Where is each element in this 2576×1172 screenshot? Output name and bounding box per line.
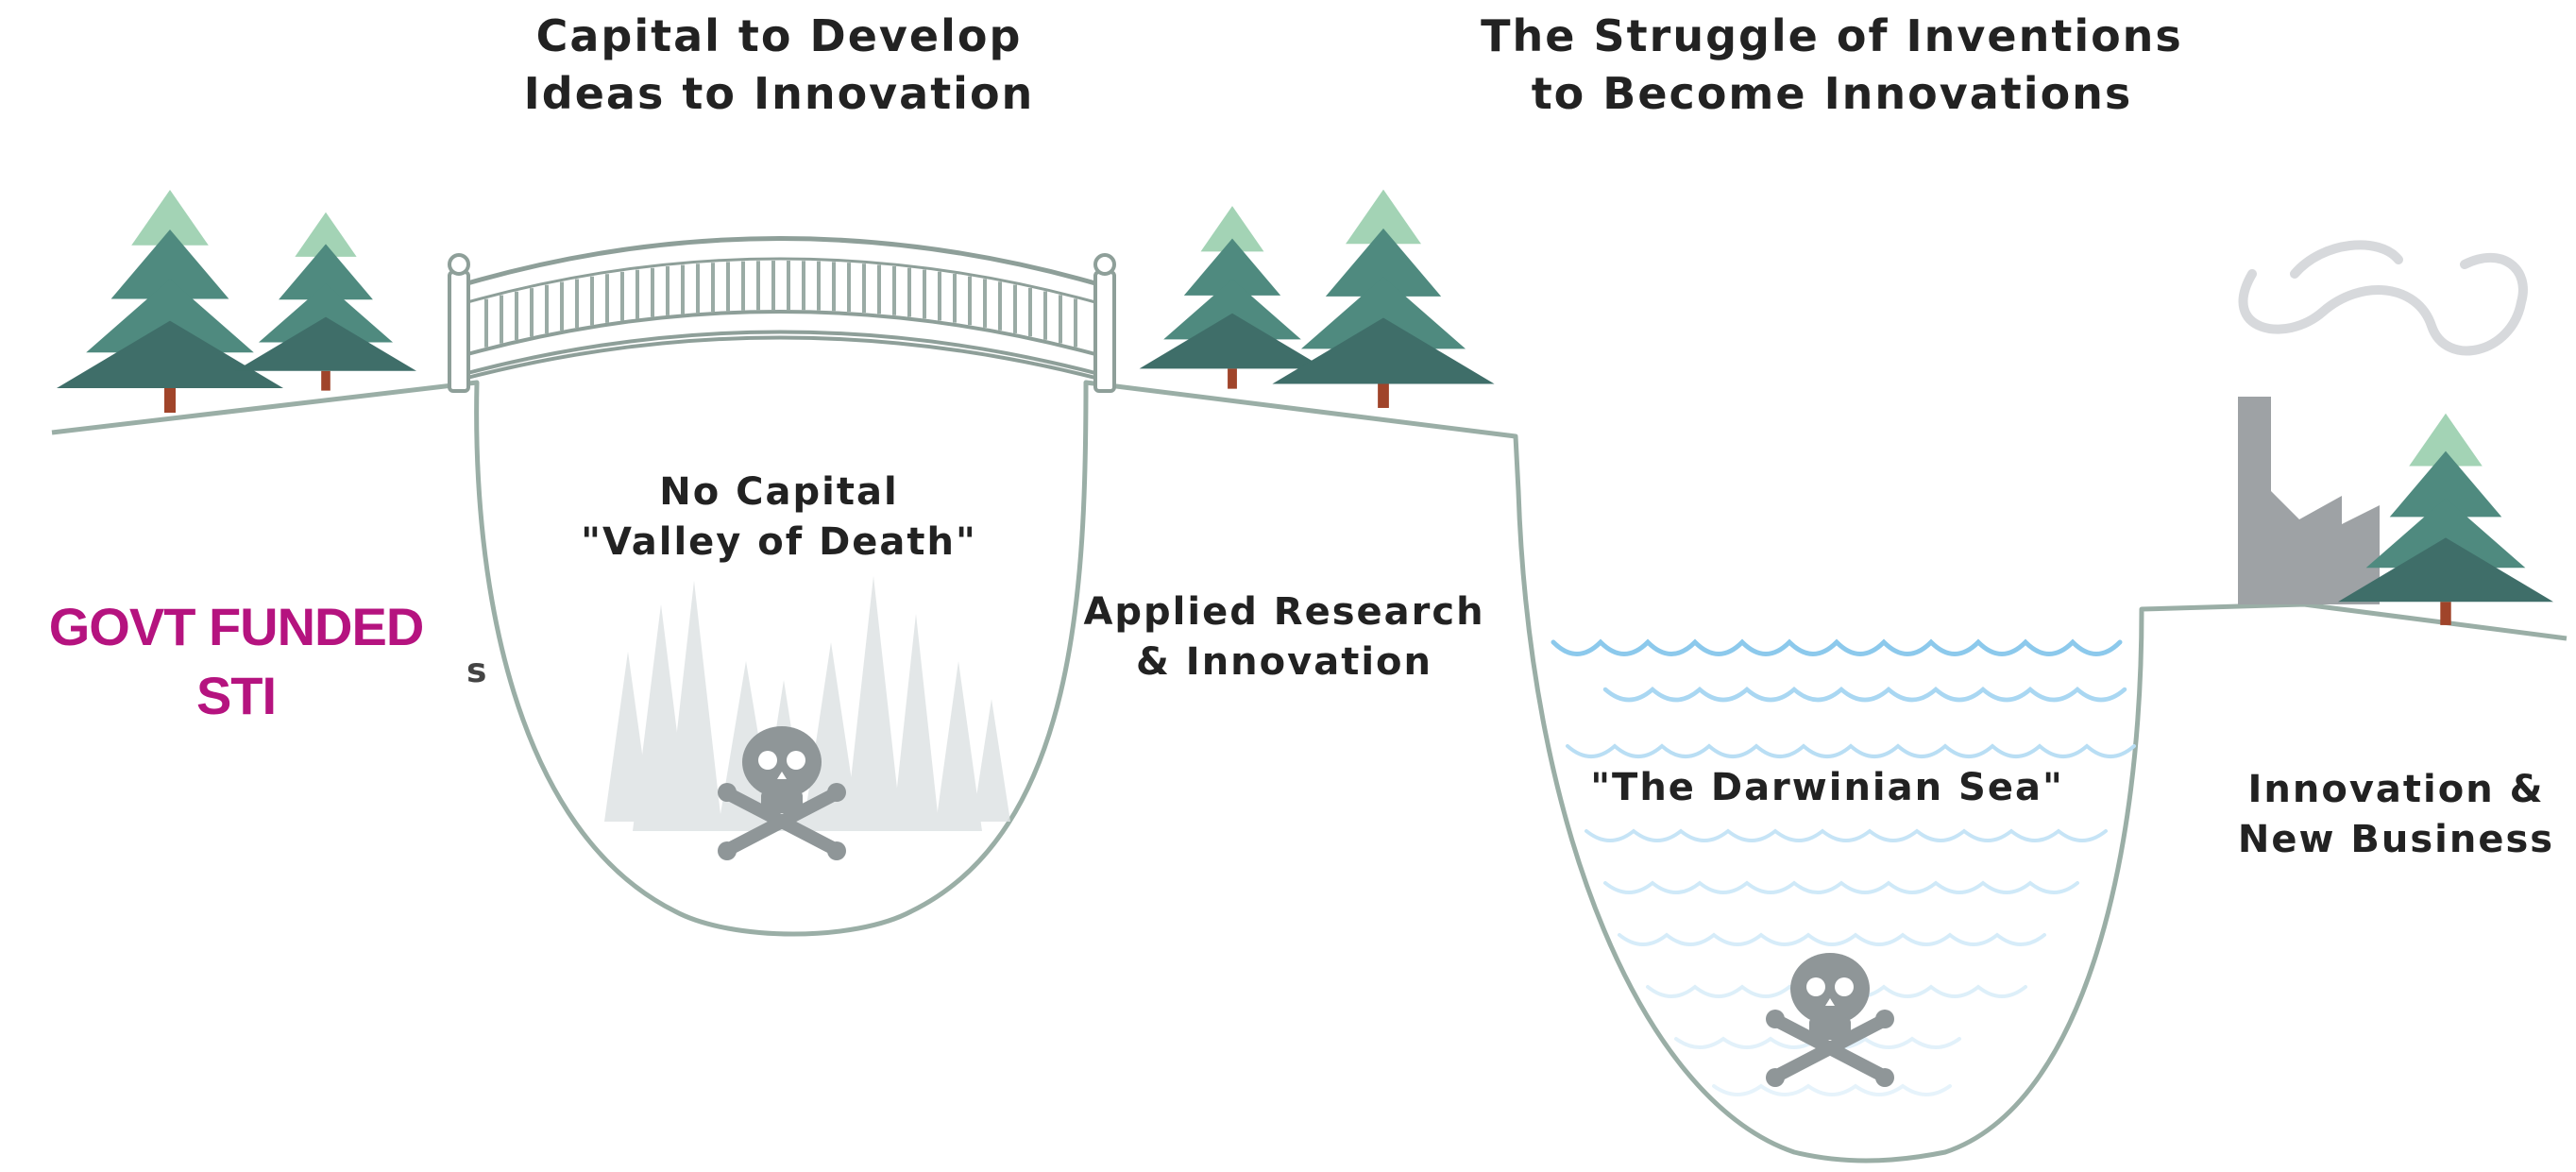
tree-icon (2338, 413, 2553, 625)
valley-label-line-1: No Capital (659, 470, 899, 514)
skull-crossbones-valley (718, 726, 846, 860)
govt-label-line-1: GOVT FUNDED (48, 597, 425, 656)
trees (57, 189, 2553, 625)
header-struggle-line-2: to Become Innovations (1531, 67, 2133, 119)
darwinian-sea-label: "The Darwinian Sea" (1563, 763, 2092, 813)
bridge (448, 236, 1116, 393)
innovation-label-line-1: Innovation & (2247, 768, 2545, 811)
factory-icon (2238, 240, 2528, 604)
applied-label-line-1: Applied Research (1083, 590, 1485, 634)
valley-spikes (604, 576, 1010, 831)
header-capital: Capital to Develop Ideas to Innovation (491, 8, 1067, 122)
govt-label-line-2: STI (195, 665, 277, 725)
applied-label-line-2: & Innovation (1136, 639, 1432, 684)
tree-icon (235, 212, 416, 391)
valley-of-death-label: No Capital "Valley of Death" (552, 467, 1006, 568)
truncated-label-fragment: s (466, 652, 487, 690)
govt-funded-sti-label: GOVT FUNDED STI (9, 593, 463, 731)
tree-icon (1272, 189, 1495, 408)
valley-label-line-2: "Valley of Death" (581, 519, 977, 564)
tree-icon (57, 190, 283, 413)
sea-label-text: "The Darwinian Sea" (1590, 766, 2064, 809)
header-struggle-line-1: The Struggle of Inventions (1481, 10, 2183, 61)
applied-research-label: Applied Research & Innovation (1067, 587, 1501, 688)
ground-line (51, 380, 2568, 1164)
innovation-business-label: Innovation & New Business (2219, 765, 2573, 865)
header-capital-line-2: Ideas to Innovation (523, 67, 1035, 119)
header-struggle: The Struggle of Inventions to Become Inn… (1445, 8, 2219, 122)
skull-crossbones-sea (1766, 953, 1894, 1087)
innovation-label-line-2: New Business (2237, 817, 2555, 861)
tree-icon (1139, 206, 1326, 389)
header-capital-line-1: Capital to Develop (535, 10, 1023, 61)
